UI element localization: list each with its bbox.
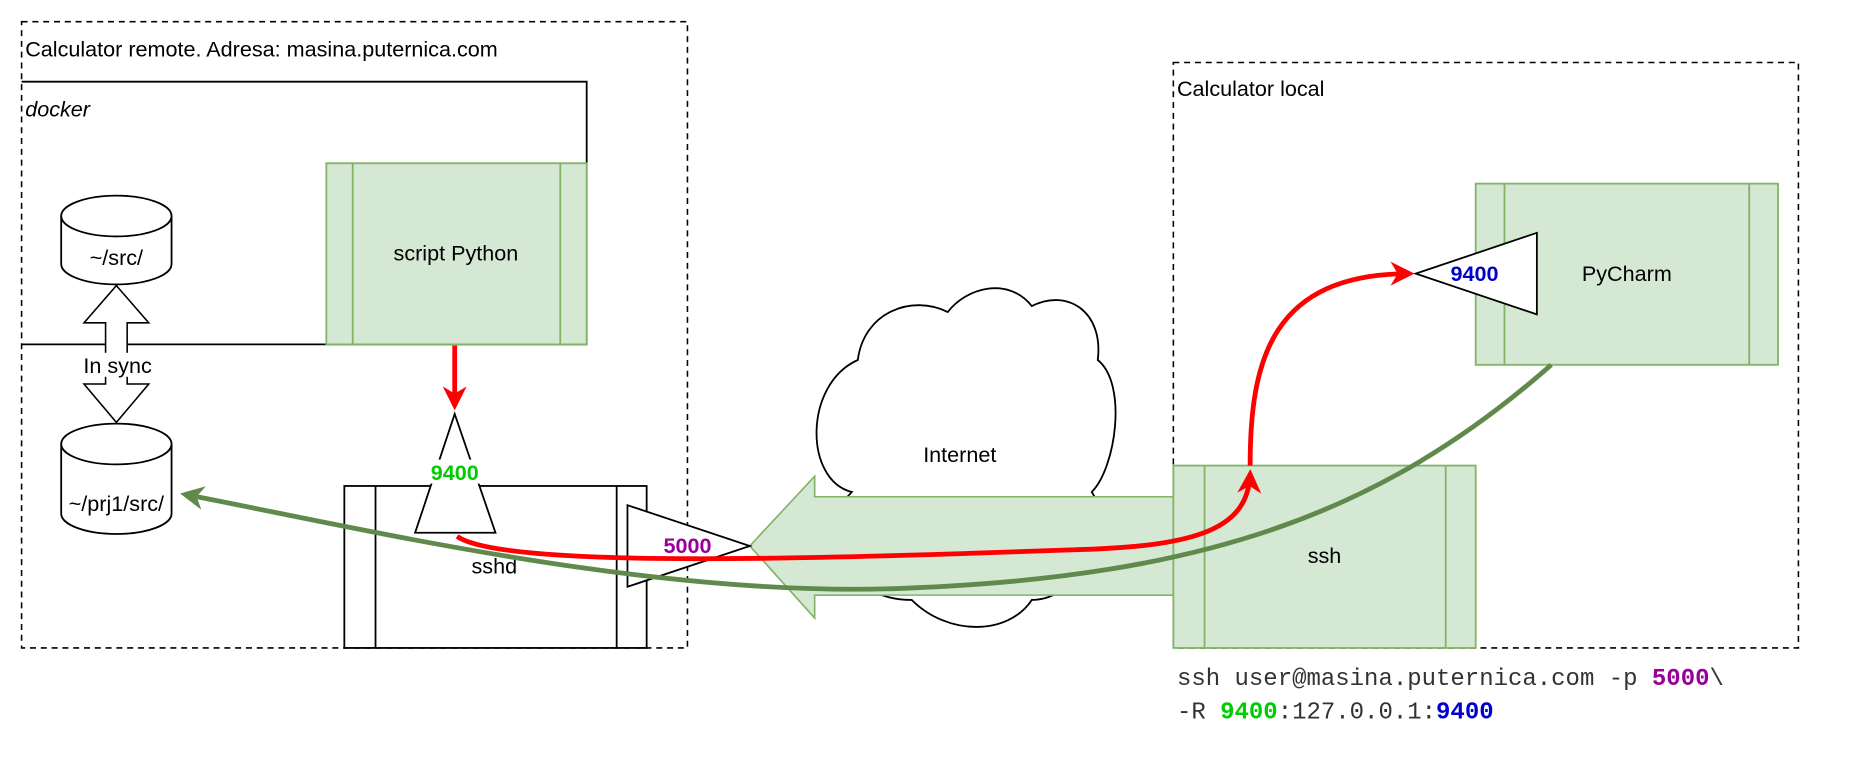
src-storage[interactable]: ~/src/ xyxy=(60,194,173,286)
ssh-label: ssh xyxy=(1308,543,1342,568)
red-forward-curve xyxy=(1247,261,1415,466)
pycharm-port-9400[interactable]: 9400 xyxy=(1412,231,1538,316)
green-sync-curve xyxy=(180,363,1553,592)
pycharm-label: PyCharm xyxy=(1582,261,1672,286)
local-machine-title: Calculator local xyxy=(1177,76,1325,101)
src-storage-label: ~/src/ xyxy=(90,245,143,270)
sshd-port-5000-label: 5000 xyxy=(663,533,711,558)
cmd-remote-port-9400: 9400 xyxy=(1220,700,1278,727)
cmd-line1-suffix: \ xyxy=(1709,666,1723,693)
prj-src-storage-label: ~/prj1/src/ xyxy=(69,491,164,516)
docker-label: docker xyxy=(25,96,91,121)
cmd-line1-prefix: ssh user@masina.puternica.com -p xyxy=(1177,666,1652,693)
script-python-label: script Python xyxy=(394,240,519,265)
pycharm-port-9400-label: 9400 xyxy=(1450,261,1498,286)
local-machine-container xyxy=(1172,61,1800,649)
red-tunnel-curve xyxy=(455,469,1262,562)
sshd-process[interactable]: sshd xyxy=(343,485,648,649)
remote-machine-title: Calculator remote. Adresa: masina.putern… xyxy=(25,36,498,61)
ssh-command-line-1: ssh user@masina.puternica.com -p 5000\ xyxy=(1177,666,1724,693)
prj-src-storage[interactable]: ~/prj1/src/ xyxy=(60,422,173,535)
cmd-local-port-9400: 9400 xyxy=(1436,700,1494,727)
sync-label: In sync xyxy=(83,353,152,378)
sshd-port-5000[interactable]: 5000 xyxy=(626,503,753,589)
ssh-command-line-2: -R 9400:127.0.0.1:9400 xyxy=(1177,700,1494,727)
internet-label: Internet xyxy=(923,442,996,467)
ssh-process[interactable]: ssh xyxy=(1172,464,1477,649)
cmd-line2-mid: :127.0.0.1: xyxy=(1278,700,1436,727)
script-python-process[interactable]: script Python xyxy=(325,162,588,346)
cmd-port-5000: 5000 xyxy=(1652,666,1710,693)
sshd-port-9400[interactable]: 9400 xyxy=(413,411,497,534)
sshd-port-9400-label: 9400 xyxy=(431,460,479,485)
cmd-line2-prefix: -R xyxy=(1177,700,1220,727)
